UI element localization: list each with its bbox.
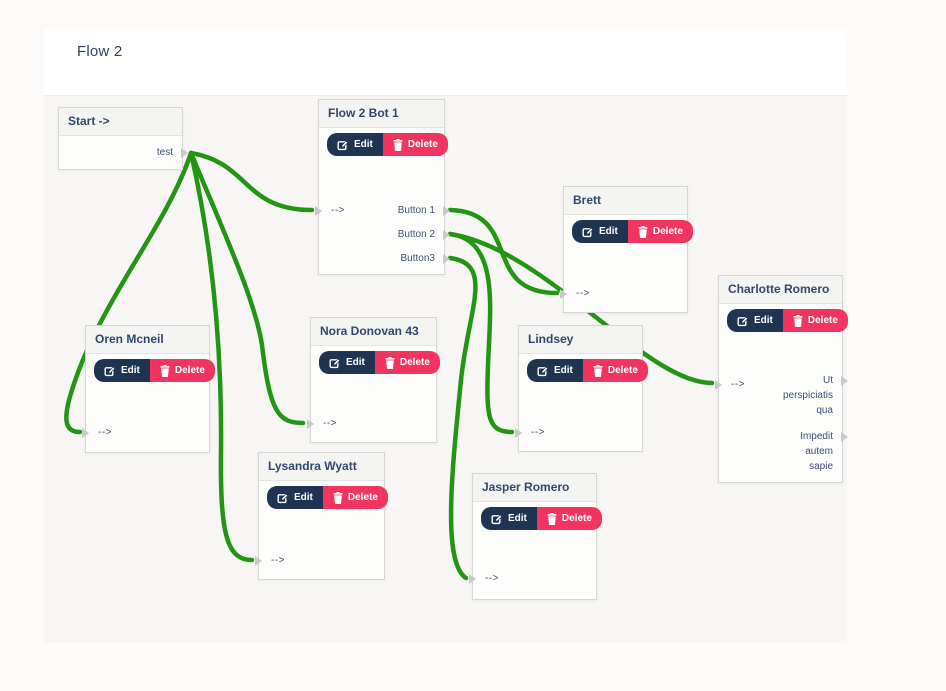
node-title: Lysandra Wyatt — [259, 453, 384, 481]
output-port[interactable] — [443, 254, 450, 264]
output-port[interactable] — [443, 230, 450, 240]
edit-button[interactable]: Edit — [327, 133, 383, 156]
input-port[interactable] — [515, 428, 522, 438]
edit-button[interactable]: Edit — [94, 359, 150, 382]
edit-button[interactable]: Edit — [319, 351, 375, 374]
node-actions: Edit Delete — [572, 220, 693, 243]
edit-icon — [329, 358, 341, 368]
node-actions: Edit Delete — [267, 486, 388, 509]
output-label: Impedit autem sapie — [800, 431, 833, 472]
flow-node-lysandra[interactable]: Lysandra Wyatt Edit Delete --> — [255, 452, 388, 580]
edit-button[interactable]: Edit — [727, 309, 783, 332]
node-title: Nora Donovan 43 — [311, 318, 436, 346]
edit-icon — [337, 140, 349, 150]
node-title: Jasper Romero — [473, 474, 596, 502]
flow-node-oren[interactable]: Oren Mcneil Edit Delete --> — [82, 325, 215, 453]
edit-icon — [277, 493, 289, 503]
flow-node-jasper[interactable]: Jasper Romero Edit Delete --> — [469, 473, 602, 600]
delete-button[interactable]: Delete — [582, 359, 648, 382]
input-port[interactable] — [255, 556, 262, 566]
edit-icon — [491, 514, 503, 524]
connection-start-test-to-flow2bot1[interactable] — [188, 150, 315, 213]
node-actions: Edit Delete — [319, 351, 440, 374]
edit-button[interactable]: Edit — [527, 359, 583, 382]
output-label: Ut perspiciatis qua — [782, 375, 833, 416]
page-title: Flow 2 — [77, 43, 123, 60]
input-label: --> — [331, 205, 345, 216]
node-actions: Edit Delete — [727, 309, 848, 332]
flow-node-flow2bot1[interactable]: Flow 2 Bot 1 Edit Delete --> Button 1 Butto… — [315, 99, 450, 275]
delete-button[interactable]: Delete — [536, 507, 602, 530]
input-port[interactable] — [715, 380, 722, 390]
flow-node-start[interactable]: Start -> test — [58, 107, 188, 170]
delete-button[interactable]: Delete — [374, 351, 440, 374]
connection-flow2bot1-Button-2-to-lindsey[interactable] — [447, 231, 515, 435]
node-title: Brett — [564, 187, 687, 215]
flow-node-nora[interactable]: Nora Donovan 43 Edit Delete --> — [307, 317, 440, 443]
trash-icon — [793, 314, 803, 327]
output-port[interactable] — [181, 148, 188, 158]
node-title: Charlotte Romero — [719, 276, 842, 304]
node-actions: Edit Delete — [481, 507, 602, 530]
input-label: --> — [485, 573, 499, 584]
edit-icon — [582, 227, 594, 237]
flow-node-brett[interactable]: Brett Edit Delete --> — [560, 186, 693, 313]
trash-icon — [333, 491, 343, 504]
edit-button[interactable]: Edit — [267, 486, 323, 509]
input-label: --> — [531, 427, 545, 438]
trash-icon — [593, 364, 603, 377]
node-actions: Edit Delete — [94, 359, 215, 382]
connection-flow2bot1-Button-2-to-charlotte[interactable] — [447, 231, 715, 386]
trash-icon — [547, 512, 557, 525]
delete-button[interactable]: Delete — [782, 309, 848, 332]
input-label: --> — [98, 427, 112, 438]
edit-button[interactable]: Edit — [572, 220, 628, 243]
input-port[interactable] — [307, 419, 314, 429]
connection-start-test-to-lysandra[interactable] — [188, 150, 255, 563]
output-label: Button 2 — [397, 229, 435, 240]
connection-start-test-to-nora[interactable] — [188, 150, 306, 426]
trash-icon — [638, 225, 648, 238]
input-label: --> — [323, 418, 337, 429]
delete-button[interactable]: Delete — [149, 359, 215, 382]
output-port[interactable] — [841, 432, 848, 442]
flow-node-lindsey[interactable]: Lindsey Edit Delete --> — [515, 325, 648, 452]
node-title: Start -> — [59, 108, 182, 136]
output-label: Button 1 — [397, 205, 435, 216]
delete-button[interactable]: Delete — [322, 486, 388, 509]
node-actions: Edit Delete — [327, 133, 448, 156]
output-label: Button3 — [400, 253, 435, 264]
trash-icon — [385, 356, 395, 369]
trash-icon — [393, 138, 403, 151]
node-title: Lindsey — [519, 326, 642, 354]
edit-icon — [104, 366, 116, 376]
input-port[interactable] — [315, 206, 322, 216]
input-label: --> — [576, 288, 590, 299]
delete-button[interactable]: Delete — [382, 133, 448, 156]
output-label: test — [156, 147, 173, 158]
node-title: Oren Mcneil — [86, 326, 209, 354]
output-port[interactable] — [841, 376, 848, 386]
input-port[interactable] — [82, 428, 89, 438]
node-actions: Edit Delete — [527, 359, 648, 382]
input-port[interactable] — [469, 574, 476, 584]
output-port[interactable] — [443, 206, 450, 216]
connection-flow2bot1-Button3-to-jasper[interactable] — [447, 255, 478, 581]
edit-icon — [537, 366, 549, 376]
delete-button[interactable]: Delete — [627, 220, 693, 243]
input-label: --> — [731, 379, 745, 390]
input-label: --> — [271, 555, 285, 566]
flow-header-card: Flow 2 — [44, 29, 847, 95]
flow-node-charlotte[interactable]: Charlotte Romero Edit Delete --> Ut perspi… — [715, 275, 848, 483]
trash-icon — [160, 364, 170, 377]
node-title: Flow 2 Bot 1 — [319, 100, 444, 128]
input-port[interactable] — [560, 289, 567, 299]
edit-button[interactable]: Edit — [481, 507, 537, 530]
edit-icon — [737, 316, 749, 326]
